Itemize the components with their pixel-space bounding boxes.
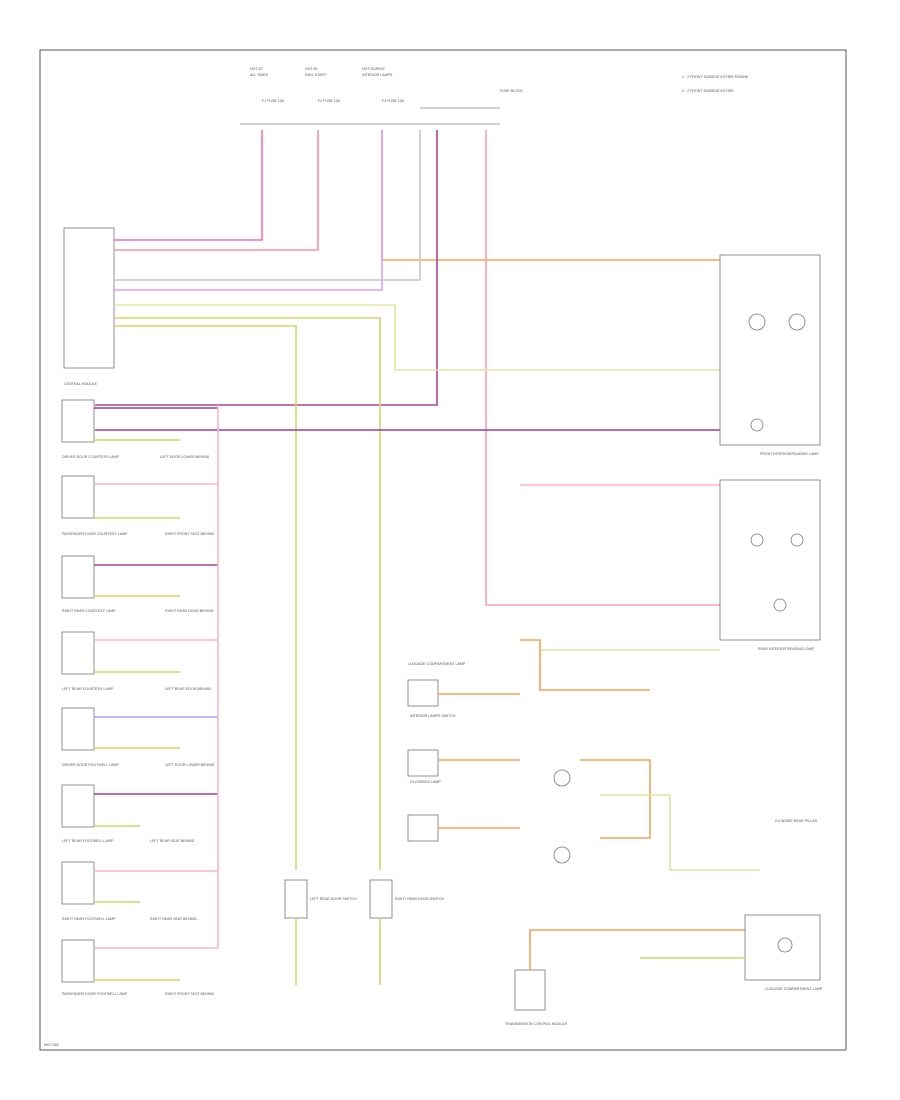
courtesy-lamp-5-ground: LEFT DOOR LOWER BEHIND [165,763,215,767]
transmission-box [514,969,546,1011]
fuse-1-rating: F1 FUSE 10A [262,99,285,103]
rear-reading-lamp-box [719,479,821,641]
fuse-3-label2: INTERIOR LAMPS [362,73,393,77]
courtesy-lamp-1-ground: LEFT DOOR LOWER BEHIND [160,455,210,459]
glovebox-lamp-label: GLOVEBOX LAMP [410,780,441,784]
fuse-3-label: HOT DURING [362,67,385,71]
left-door-switch-label: LEFT REAR DOOR SWITCH [310,897,357,901]
fuse-2-rating: F2 FUSE 10A [318,99,341,103]
fuse-block-label: FUSE BLOCK [500,89,523,93]
fuse-1-label2: ALL TIMES [250,73,269,77]
courtesy-lamp-4: LEFT REAR COURTESY LAMP [62,687,114,691]
courtesy-lamp-1: DRIVER DOOR COURTESY LAMP [62,455,120,459]
courtesy-lamp-5: DRIVER DOOR FOOTWELL LAMP [62,763,119,767]
courtesy-lamp-2: PASSENGER DOOR COURTESY LAMP [62,532,128,536]
courtesy-lamps: DRIVER DOOR COURTESY LAMP LEFT DOOR LOWE… [61,399,219,996]
right-door-switch-label: RIGHT REAR DOOR SWITCH [395,897,444,901]
fuse-2-label2: RUN, START [305,73,327,77]
central-module-label: CENTRAL MODULE [64,382,98,386]
courtesy-lamp-4-ground: LEFT REAR DOOR BEHIND [165,687,211,691]
fuse-group: HOT AT ALL TIMES F1 FUSE 10A HOT IN RUN,… [240,67,523,125]
legend-line-2: 2 - 2 FRONT SUBSEAT/OTHER [682,89,734,93]
front-reading-lamp-label: FRONT INTERIOR/READING LAMP [760,452,819,456]
luggage-compartment-label: LUGGAGE COMPARTMENT LAMP [765,987,823,991]
right-door-switch-box [369,879,393,919]
courtesy-lamp-3: RIGHT REAR COURTESY LAMP [62,609,116,613]
fuse-1-label: HOT AT [250,67,263,71]
courtesy-lamp-7: RIGHT REAR FOOTWELL LAMP [62,917,116,921]
courtesy-lamp-8: PASSENGER DOOR FOOTWELL LAMP [62,992,128,996]
ground-label: G4 INSIDE REAR PILLAR [775,819,818,823]
fuse-2-label: HOT IN [305,67,318,71]
footer-code: W07-065 [44,1043,59,1047]
interior-switch-label: INTERIOR LAMPS SWITCH [410,714,456,718]
fuse-3-rating: F3 FUSE 10A [382,99,405,103]
courtesy-lamp-6-ground: LEFT REAR SEAT BEHIND [150,839,195,843]
legend-line-1: 1 - 2 FRONT SUBSEAT/OTHER ENGINE [682,75,749,79]
courtesy-lamp-8-ground: RIGHT FRONT SEAT BEHIND [165,992,214,996]
central-module-box [63,227,115,369]
courtesy-lamp-3-ground: RIGHT REAR DOOR BEHIND [165,609,214,613]
courtesy-lamp-7-ground: RIGHT REAR SEAT BEHIND [150,917,197,921]
luggage-lamp-label: LUGGAGE COMPARTMENT LAMP [408,662,466,666]
left-door-switch-box [284,879,308,919]
front-reading-lamp-box [719,254,821,446]
courtesy-lamp-6: LEFT REAR FOOTWELL LAMP [62,839,114,843]
courtesy-lamp-2-ground: RIGHT FRONT SEAT BEHIND [165,532,214,536]
luggage-lamp-box [744,914,821,981]
diagram-frame [39,49,847,1051]
rear-reading-lamp-label: REAR INTERIOR READING LAMP [758,647,815,651]
transmission-label: TRANSMISSION CONTROL MODULE [505,1022,568,1026]
